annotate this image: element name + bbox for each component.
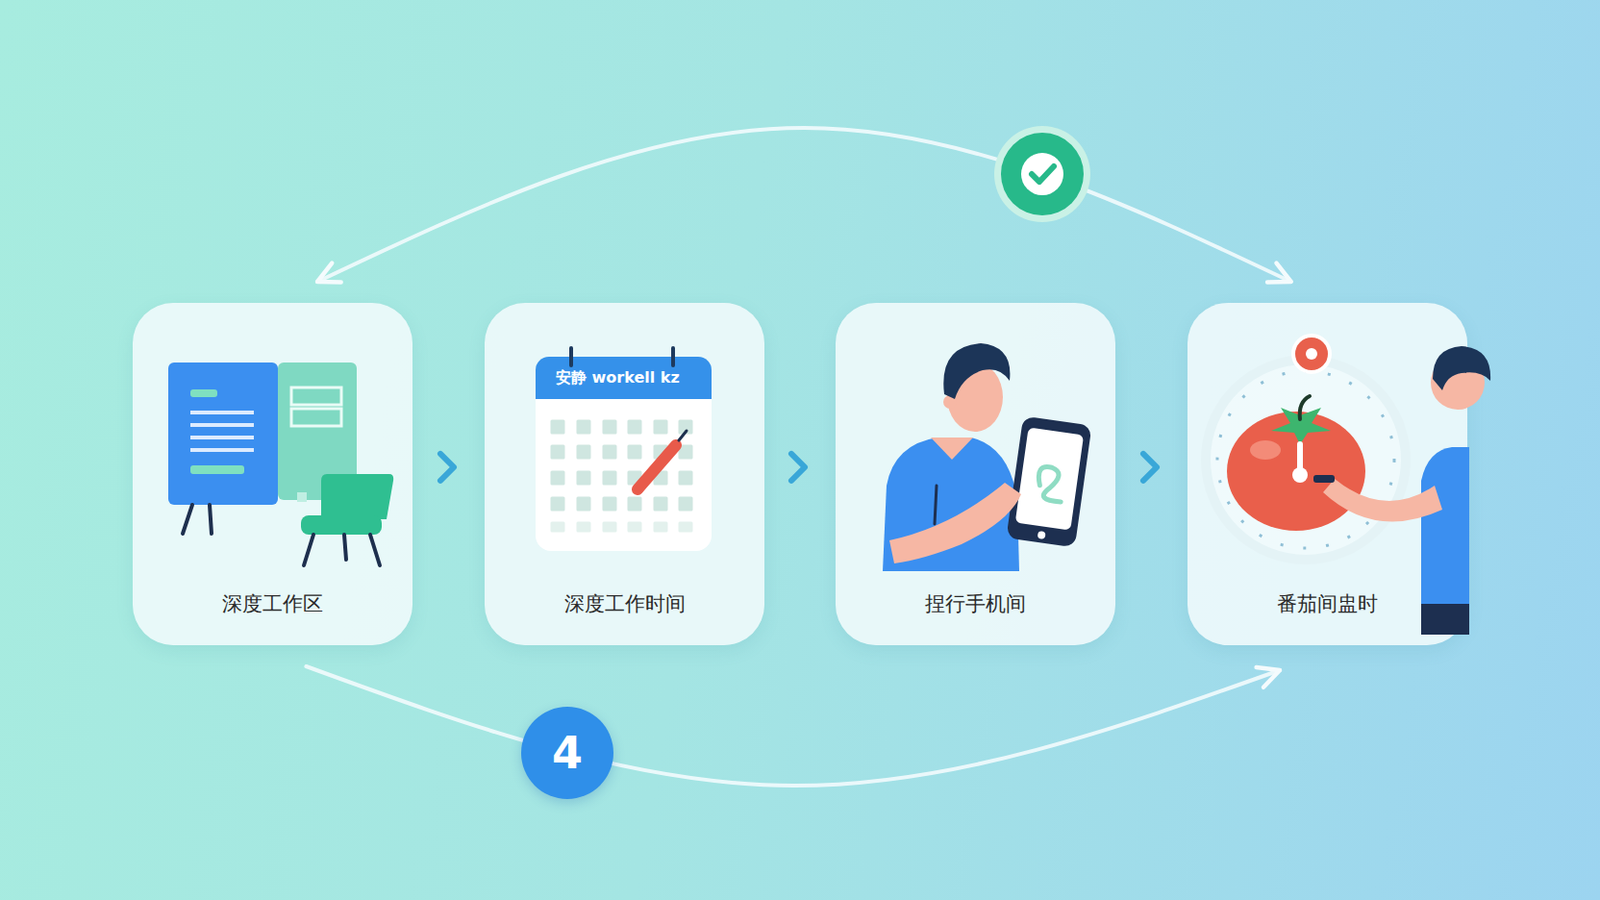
arm [889,482,1022,564]
chair-leg [370,534,380,566]
board-side-panel [277,362,357,500]
clock-pivot [1292,467,1308,483]
hair [943,343,1010,400]
tomato-timer-icon [1205,335,1491,635]
board-line [190,448,254,452]
step-count-badge: 4 [521,706,614,800]
head [947,362,1003,432]
step-label: 深度工作区 [222,591,324,617]
shirt [882,437,1020,572]
check-badge [994,125,1091,223]
person-head [1430,355,1485,410]
check-badge-disc [1000,132,1084,216]
calendar-header [535,356,712,400]
check-badge-inner [1021,152,1064,196]
chair-leg [303,534,314,566]
tomato [1226,411,1366,531]
shirt-fold [934,485,937,525]
tomato-leaves [1271,407,1331,445]
screen-icon [1035,465,1066,502]
calendar-body [535,356,712,551]
board-bar [190,465,245,475]
clock-hand [1297,444,1303,474]
board-panel [168,362,278,505]
person-body [1421,447,1470,635]
whiteboard-icon [168,362,357,534]
phone-case [1005,416,1092,549]
pencil-tip [678,430,687,441]
phone-card: 捏行手机间 [835,302,1116,646]
cycle-arc [317,127,1292,282]
step-chevron [1115,466,1188,469]
work-time-card: 深度工作时间 [484,302,765,646]
ear [943,395,957,409]
neck [930,437,974,460]
calendar-dates-faded [551,523,692,531]
board-line [190,423,254,427]
timer-knob [1313,475,1335,483]
phone-screen [1015,426,1084,530]
calendar-icon [535,348,712,551]
clock-ticks [1217,371,1395,549]
easel-leg [182,504,193,534]
step-chevron [764,466,836,469]
calendar-header-text: 安静 workell kz [555,367,680,389]
calendar-ring [569,348,574,366]
timer-card: 番茄间盅时 [1187,302,1468,646]
tomato-highlight [1250,440,1281,460]
chair-back [321,474,394,520]
step-chevron [412,466,485,469]
alarm-badge [1293,335,1330,373]
check-badge-ring [994,125,1091,223]
calendar-dates [551,421,692,510]
step-label: 深度工作时间 [564,591,686,617]
work-zone-card: 深度工作区 [132,302,413,646]
board-dot [297,492,307,502]
board-bar [190,389,218,398]
chair-seat [300,515,382,535]
person-arm [1323,478,1443,522]
calendar-ring [671,348,675,366]
tomato-stem [1300,396,1310,420]
pencil-body [637,445,676,490]
chair-leg [344,534,347,560]
check-mark [1031,166,1054,182]
chair-icon [300,474,394,566]
board-line [190,410,254,415]
clock-dial [1205,359,1406,560]
phone-button [1037,530,1047,540]
step-label: 捏行手机间 [925,591,1026,617]
person-legs [1421,603,1470,635]
person-hair [1432,346,1491,391]
step-label: 番茄间盅时 [1276,591,1378,617]
panel-frame [291,387,342,405]
panel-frame [291,408,342,426]
board-line [190,435,254,440]
alarm-badge-mark [1305,348,1318,360]
easel-leg [209,504,212,534]
person-phone-icon [882,343,1093,572]
cycle-arc [305,666,1280,786]
